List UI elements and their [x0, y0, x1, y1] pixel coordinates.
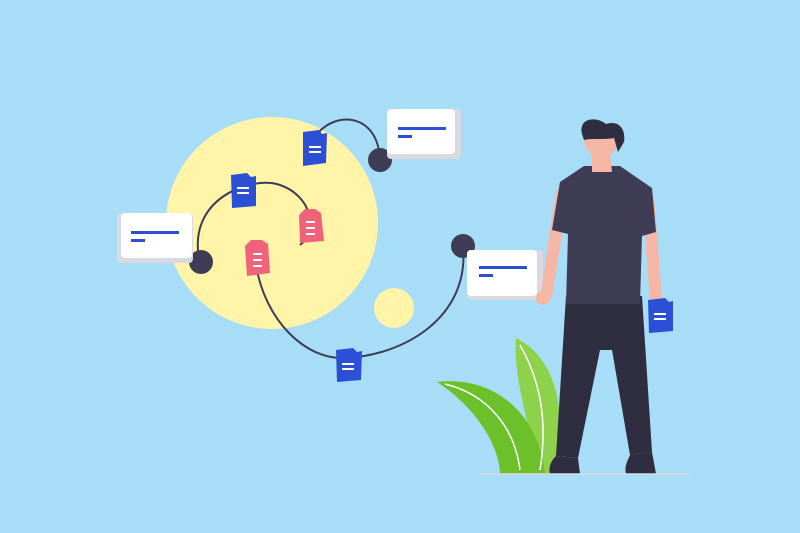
message-card-right: [467, 250, 543, 300]
document-icon: [245, 240, 270, 276]
doc-line: [237, 187, 249, 189]
document-icon: [648, 298, 673, 333]
doc-line: [253, 253, 262, 255]
doc-line: [253, 259, 262, 261]
doc-line: [342, 368, 354, 370]
document-icon: [299, 209, 324, 243]
small-yellow-circle: [374, 288, 414, 328]
network-node-icon: [368, 148, 392, 172]
message-card-icon: [387, 109, 455, 154]
doc-line: [253, 265, 262, 267]
person-neck: [592, 152, 612, 172]
card-line: [398, 127, 446, 130]
message-card-top: [387, 109, 461, 159]
card-line: [479, 266, 527, 269]
sun-circle: [166, 117, 378, 329]
document-pink-right: [299, 209, 324, 243]
doc-line: [306, 221, 315, 223]
message-card-icon: [121, 213, 192, 258]
doc-line: [654, 318, 666, 320]
card-line: [131, 239, 145, 242]
document-icon: [231, 173, 256, 208]
card-line: [398, 135, 412, 138]
doc-line: [309, 151, 321, 153]
plant-leaf-icon: [437, 338, 560, 474]
person-shoe: [549, 456, 580, 474]
person-hand: [536, 291, 550, 305]
person-legs: [556, 296, 652, 458]
card-line: [479, 274, 493, 277]
card-line: [131, 231, 179, 234]
doc-line: [306, 227, 315, 229]
document-pink-left: [245, 240, 270, 276]
doc-line: [654, 313, 666, 315]
message-card-left: [117, 213, 193, 263]
document-blue-bottom: [336, 348, 362, 382]
person-hair: [581, 119, 625, 152]
document-blue-top: [303, 130, 327, 166]
doc-line: [309, 146, 321, 148]
message-card-icon: [467, 250, 537, 296]
doc-line: [342, 363, 354, 365]
person-figure: [536, 119, 662, 474]
leaf-vein: [519, 344, 544, 471]
doc-line: [306, 233, 315, 235]
document-held: [648, 298, 673, 333]
leaf-back: [515, 338, 560, 474]
person-shirt: [552, 166, 656, 304]
person-shoe: [625, 452, 656, 474]
leaf-front: [437, 381, 545, 474]
leaf-vein: [444, 383, 521, 471]
document-blue-inner: [231, 173, 256, 208]
doc-line: [237, 192, 249, 194]
network-node-icon: [189, 250, 213, 274]
